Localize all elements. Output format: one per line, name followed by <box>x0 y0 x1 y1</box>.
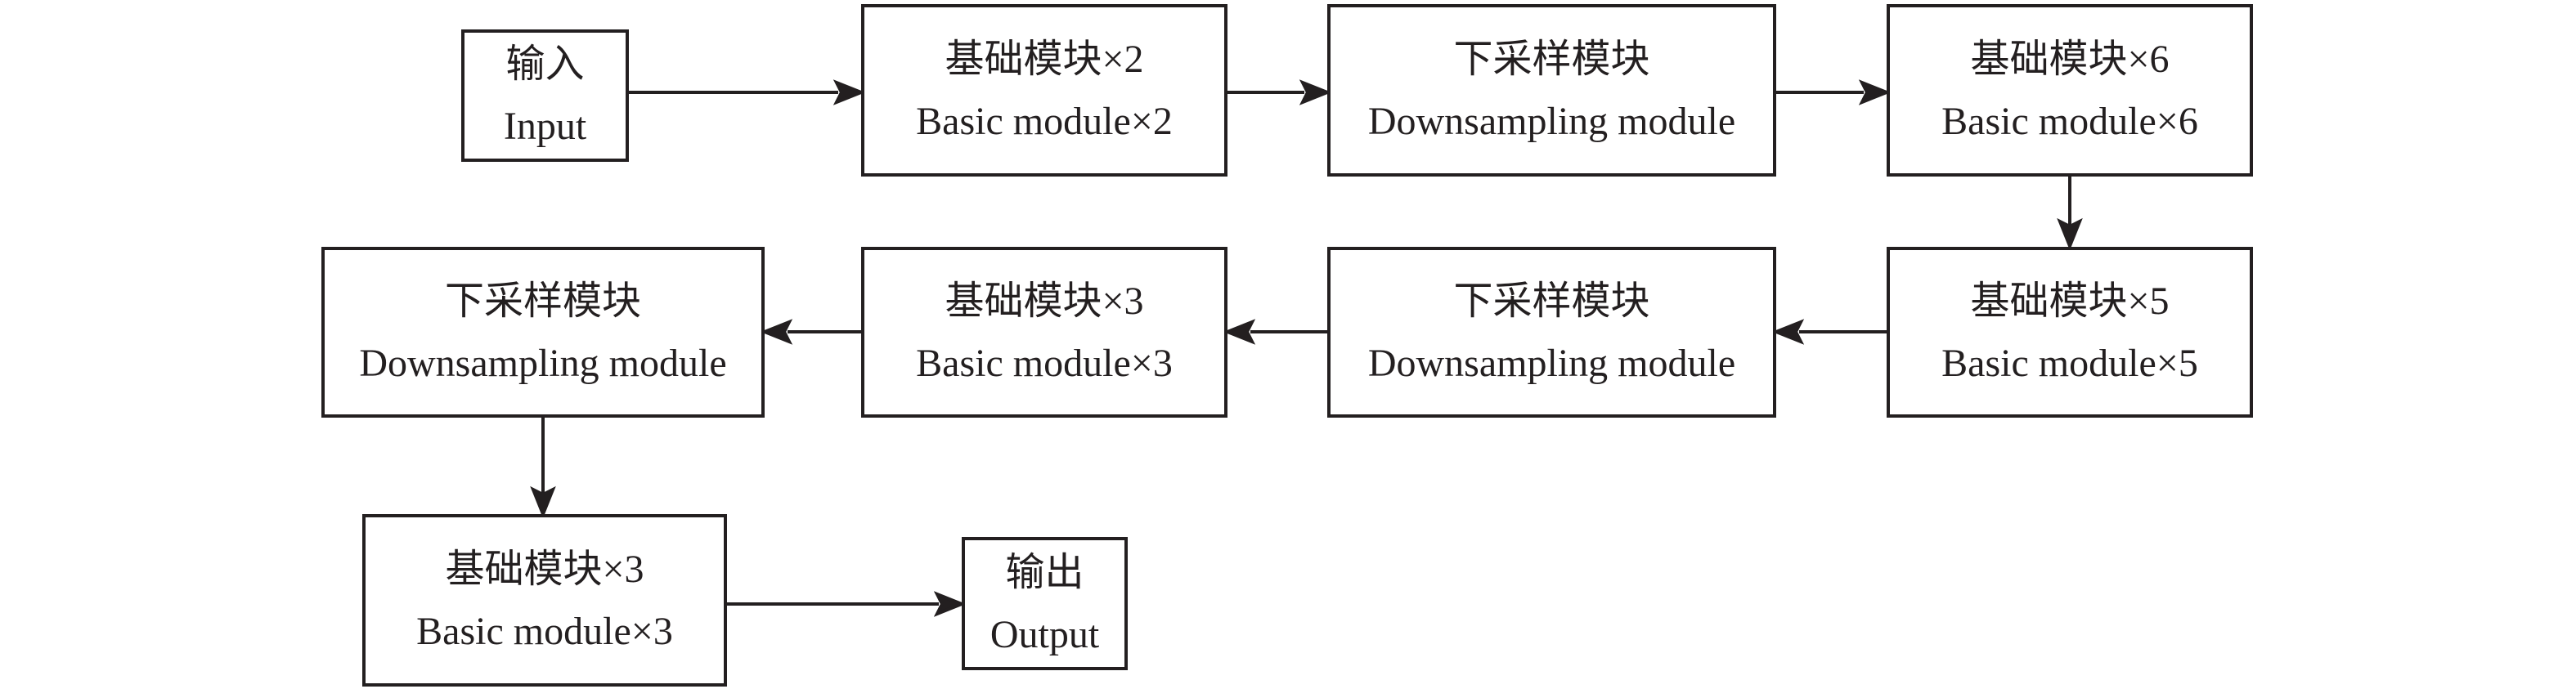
node-downsampling-module-1-label-zh: 下采样模块 <box>1453 37 1650 81</box>
arrow-basic6-to-basic5 <box>2057 177 2083 251</box>
node-output-label-zh: 输出 <box>1005 550 1084 594</box>
node-basic-module-x6-label-en: Basic module×6 <box>1941 99 2198 143</box>
arrow-down3-to-basic3a <box>1223 319 1327 345</box>
node-downsampling-module-2-label-zh: 下采样模块 <box>1453 279 1650 323</box>
node-basic-module-x3-last-label-zh: 基础模块×3 <box>445 547 644 591</box>
node-basic-module-x5: 基础模块×5 Basic module×5 <box>1887 247 2253 418</box>
node-input-label-zh: 输入 <box>505 43 585 86</box>
node-basic-module-x6-label-zh: 基础模块×6 <box>1970 37 2170 81</box>
node-basic-module-x3-mid-label-en: Basic module×3 <box>916 341 1173 385</box>
node-basic-module-x2: 基础模块×2 Basic module×2 <box>861 4 1227 177</box>
arrow-down1-to-basic6 <box>1776 79 1892 105</box>
node-basic-module-x5-label-en: Basic module×5 <box>1941 341 2198 385</box>
arrow-basic5-to-down3 <box>1771 319 1887 345</box>
node-basic-module-x3-mid-label-zh: 基础模块×3 <box>945 279 1144 323</box>
node-downsampling-module-1-label-en: Downsampling module <box>1367 99 1736 143</box>
node-downsampling-module-3: 下采样模块 Downsampling module <box>321 247 765 418</box>
node-downsampling-module-2: 下采样模块 Downsampling module <box>1327 247 1776 418</box>
node-basic-module-x3-mid: 基础模块×3 Basic module×3 <box>861 247 1227 418</box>
node-output-label-en: Output <box>990 612 1100 656</box>
node-output: 输出 Output <box>962 537 1128 670</box>
node-basic-module-x2-label-zh: 基础模块×2 <box>945 37 1144 81</box>
node-downsampling-module-1: 下采样模块 Downsampling module <box>1327 4 1776 177</box>
arrow-basic2-to-down1 <box>1227 79 1332 105</box>
node-downsampling-module-3-label-zh: 下采样模块 <box>444 279 641 323</box>
arrow-down2-to-basic3b <box>530 418 556 519</box>
node-downsampling-module-3-label-en: Downsampling module <box>359 341 727 385</box>
node-basic-module-x6: 基础模块×6 Basic module×6 <box>1887 4 2253 177</box>
node-basic-module-x2-label-en: Basic module×2 <box>916 99 1173 143</box>
node-basic-module-x5-label-zh: 基础模块×5 <box>1970 279 2170 323</box>
node-basic-module-x3-last: 基础模块×3 Basic module×3 <box>362 514 727 687</box>
node-basic-module-x3-last-label-en: Basic module×3 <box>416 609 673 653</box>
arrow-basic3b-to-output <box>727 591 967 617</box>
arrow-input-to-basic2 <box>629 79 866 105</box>
arrow-basic3a-to-down2 <box>760 319 861 345</box>
node-input: 输入 Input <box>461 29 629 162</box>
node-input-label-en: Input <box>503 105 587 148</box>
node-downsampling-module-2-label-en: Downsampling module <box>1367 341 1736 385</box>
